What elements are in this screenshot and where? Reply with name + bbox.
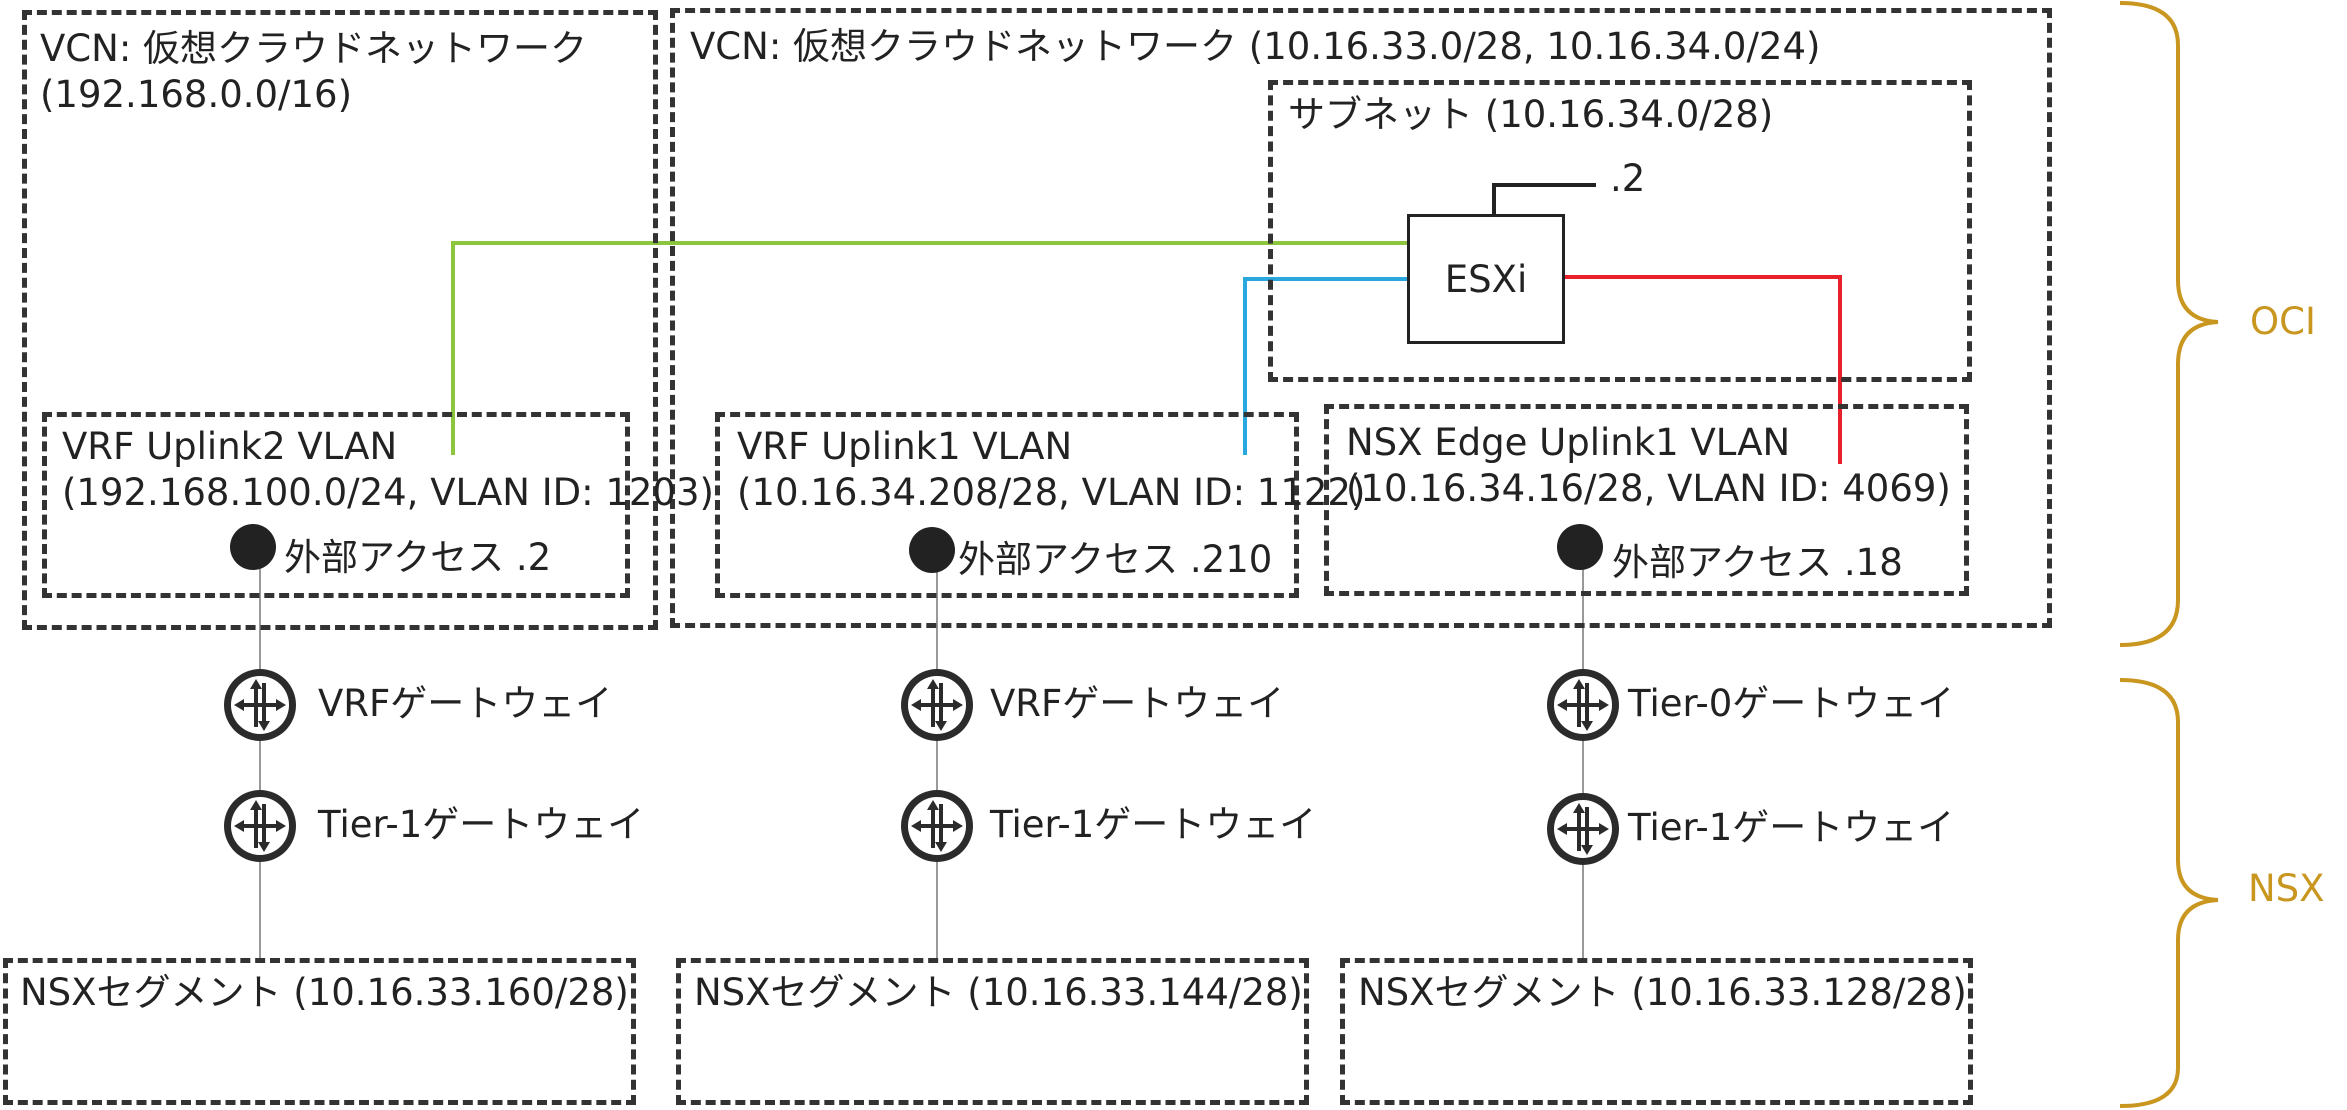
- router-icon: [224, 790, 296, 862]
- nsx-segment-label-1: NSXセグメント (10.16.33.160/28): [20, 971, 629, 1014]
- brace-icon: [2119, 1, 2219, 647]
- external-access-node-icon: [909, 527, 955, 573]
- vlan-uplink2-box: [42, 412, 630, 598]
- uplink1-connector-line: [1243, 277, 1407, 455]
- vcn-right-title: VCN: 仮想クラウドネットワーク (10.16.33.0/28, 10.16.…: [690, 25, 1821, 68]
- esxi-label: ESXi: [1444, 257, 1528, 301]
- vlan-uplink2-access: 外部アクセス .2: [284, 536, 552, 579]
- edge-uplink-connector-line: [1565, 275, 1842, 464]
- nsx-segment-box-2: [676, 958, 1309, 1105]
- vcn-right-box: [670, 8, 2052, 628]
- gateway-upper-label-3: Tier-0ゲートウェイ: [1628, 682, 1955, 725]
- nsx-brace-label: NSX: [2248, 867, 2325, 910]
- gateway-lower-label-1: Tier-1ゲートウェイ: [318, 803, 645, 846]
- esxi-host: ESXi: [1407, 214, 1565, 344]
- vcn-left-title: VCN: 仮想クラウドネットワーク: [40, 27, 588, 70]
- vlan-uplink2-name: VRF Uplink2 VLAN: [62, 425, 398, 468]
- vcn-left-box: [22, 10, 658, 630]
- vlan-uplink1-name: VRF Uplink1 VLAN: [737, 425, 1073, 468]
- gateway-lower-label-3: Tier-1ゲートウェイ: [1628, 806, 1955, 849]
- oci-brace-label: OCI: [2250, 300, 2316, 343]
- nsx-segment-label-2: NSXセグメント (10.16.33.144/28): [694, 971, 1303, 1014]
- vlan-edge-uplink-access: 外部アクセス .18: [1612, 541, 1903, 584]
- vcn-left-cidr: (192.168.0.0/16): [40, 73, 353, 116]
- vlan-edge-uplink-name: NSX Edge Uplink1 VLAN: [1346, 421, 1791, 464]
- external-access-node-icon: [1557, 524, 1603, 570]
- nsx-segment-label-3: NSXセグメント (10.16.33.128/28): [1358, 971, 1967, 1014]
- vlan-uplink2-detail: (192.168.100.0/24, VLAN ID: 1203): [62, 471, 714, 514]
- subnet-box: [1268, 80, 1972, 382]
- router-icon: [1547, 669, 1619, 741]
- vlan-uplink1-detail: (10.16.34.208/28, VLAN ID: 1122): [737, 471, 1366, 514]
- gateway-lower-label-2: Tier-1ゲートウェイ: [990, 803, 1317, 846]
- router-icon: [901, 790, 973, 862]
- nsx-segment-box-3: [1340, 958, 1973, 1105]
- uplink2-connector-line: [451, 241, 1407, 455]
- vlan-uplink1-access: 外部アクセス .210: [958, 538, 1273, 581]
- router-icon: [901, 669, 973, 741]
- esxi-mgmt-stub-line: [1492, 183, 1596, 214]
- router-icon: [1547, 793, 1619, 865]
- vlan-uplink1-box: [715, 412, 1299, 598]
- esxi-mgmt-ip: .2: [1610, 157, 1646, 200]
- gateway-upper-label-2: VRFゲートウェイ: [990, 682, 1285, 725]
- router-icon: [224, 669, 296, 741]
- brace-icon: [2119, 678, 2219, 1108]
- vlan-edge-uplink-detail: (10.16.34.16/28, VLAN ID: 4069): [1346, 467, 1951, 510]
- vlan-edge-uplink-box: [1324, 404, 1969, 596]
- gateway-upper-label-1: VRFゲートウェイ: [318, 682, 613, 725]
- subnet-label: サブネット (10.16.34.0/28): [1288, 93, 1774, 136]
- nsx-segment-box-1: [3, 958, 636, 1105]
- external-access-node-icon: [230, 524, 276, 570]
